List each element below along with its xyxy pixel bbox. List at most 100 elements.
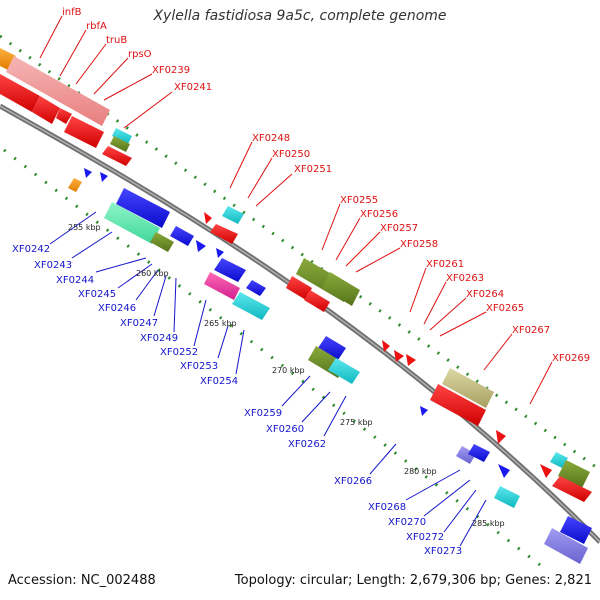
feature-XF0270	[468, 444, 490, 462]
leader-XF0266	[369, 443, 397, 475]
feature-XF0269	[496, 430, 506, 444]
tick-260-kbp: 260 kbp	[136, 269, 169, 278]
gene-label-infB: infB	[62, 7, 82, 18]
tick-255-kbp: 255 kbp	[68, 223, 101, 232]
forward-label-text: infB rbfA truB rpsO XF0239 XF0241 XF0248…	[62, 7, 590, 364]
leader-XF0247	[153, 275, 167, 317]
leader-XF0245	[117, 263, 153, 289]
feature-XF0251	[204, 212, 212, 224]
feature-olive-edge	[558, 460, 590, 488]
feature-XF0261	[382, 340, 390, 352]
leader-XF0270	[423, 479, 471, 517]
gene-label-XF0266: XF0266	[334, 476, 372, 487]
feature-XF0265	[442, 368, 494, 408]
gene-label-XF0249: XF0249	[140, 333, 178, 344]
gene-label-XF0255: XF0255	[340, 195, 378, 206]
leader-XF0256	[335, 217, 361, 261]
tick-275-kbp: 275 kbp	[340, 418, 373, 427]
kbp-ticks: 255 kbp 260 kbp 265 kbp 270 kbp 275 kbp …	[68, 223, 505, 528]
leader-XF0250	[247, 157, 273, 199]
feature-XF0258	[304, 290, 330, 312]
leader-XF0269	[529, 361, 553, 405]
feature-truB	[64, 116, 104, 148]
feature-blue-tiny-2	[100, 172, 108, 182]
leader-rbfA	[59, 29, 87, 77]
gene-label-XF0251: XF0251	[294, 164, 332, 175]
gene-label-XF0272: XF0272	[406, 532, 444, 543]
leader-XF0252	[193, 299, 207, 347]
leader-XF0258	[355, 247, 401, 273]
gc-track-inner	[3, 148, 541, 567]
gene-label-XF0256: XF0256	[360, 209, 398, 220]
feature-blue-edge	[560, 516, 592, 544]
leader-XF0260	[301, 391, 331, 423]
feature-red-1	[0, 74, 40, 112]
gene-label-XF0245: XF0245	[78, 289, 116, 300]
feature-XF0247	[216, 248, 224, 258]
leader-XF0253	[217, 325, 229, 359]
leader-XF0243	[71, 231, 113, 259]
gene-label-XF0257: XF0257	[380, 223, 418, 234]
gene-label-XF0267: XF0267	[512, 325, 550, 336]
feature-XF0250	[210, 224, 238, 244]
leader-XF0255	[321, 203, 341, 251]
gene-label-XF0265: XF0265	[486, 303, 524, 314]
gene-label-XF0261: XF0261	[426, 259, 464, 270]
gene-label-XF0260: XF0260	[266, 424, 304, 435]
tick-285-kbp: 285 kbp	[472, 519, 505, 528]
feature-XF0252	[204, 272, 240, 300]
feature-XF0246	[196, 240, 206, 252]
leader-XF0248	[229, 141, 253, 189]
forward-features	[0, 48, 592, 502]
gene-label-XF0248: XF0248	[252, 133, 290, 144]
leader-XF0251	[255, 173, 293, 207]
feature-red-edge-1	[540, 464, 552, 478]
gene-label-XF0259: XF0259	[244, 408, 282, 419]
feature-XF0272	[498, 464, 510, 478]
gene-label-XF0268: XF0268	[368, 502, 406, 513]
feature-red-edge-2	[552, 476, 592, 502]
feature-XF0256	[322, 272, 360, 306]
gene-label-XF0242: XF0242	[12, 244, 50, 255]
leader-XF0261	[409, 267, 427, 313]
feature-XF0264	[406, 354, 416, 366]
leader-XF0239	[103, 73, 153, 101]
feature-orange-edge	[0, 48, 16, 70]
gene-label-XF0243: XF0243	[34, 260, 72, 271]
feature-XF0259	[318, 336, 346, 360]
leader-XF0272	[443, 489, 477, 533]
forward-labels	[39, 15, 553, 405]
feature-infB	[6, 56, 110, 126]
accession-text: Accession: NC_002488	[8, 573, 156, 588]
feature-rpsO	[112, 128, 132, 144]
leader-truB	[75, 43, 107, 85]
feature-XF0267	[430, 384, 486, 426]
gene-label-rbfA: rbfA	[86, 21, 107, 32]
leader-XF0268	[405, 469, 461, 501]
leader-XF0254	[235, 329, 245, 375]
feature-XF0262	[328, 358, 360, 384]
leader-XF0273	[459, 499, 487, 547]
feature-blue-tiny	[84, 168, 92, 178]
feature-XF0254	[232, 292, 270, 320]
gene-label-XF0241: XF0241	[174, 82, 212, 93]
gene-label-XF0264: XF0264	[466, 289, 504, 300]
feature-red-2	[32, 96, 60, 124]
feature-orange-small	[68, 178, 82, 192]
gene-label-XF0244: XF0244	[56, 275, 94, 286]
leader-XF0267	[483, 333, 513, 371]
leader-XF0259	[281, 375, 311, 407]
gene-label-XF0253: XF0253	[180, 361, 218, 372]
leader-XF0265	[439, 311, 487, 337]
leader-XF0246	[135, 269, 159, 301]
leader-XF0262	[323, 395, 347, 437]
gene-label-XF0273: XF0273	[424, 546, 462, 557]
gene-label-XF0239: XF0239	[152, 65, 190, 76]
leader-XF0249	[173, 277, 177, 333]
gene-label-XF0247: XF0247	[120, 318, 158, 329]
feature-XF0239	[110, 136, 130, 152]
gene-label-XF0258: XF0258	[400, 239, 438, 250]
leader-XF0241	[123, 91, 173, 129]
feature-XF0244	[150, 232, 174, 252]
leader-XF0244	[95, 257, 147, 273]
